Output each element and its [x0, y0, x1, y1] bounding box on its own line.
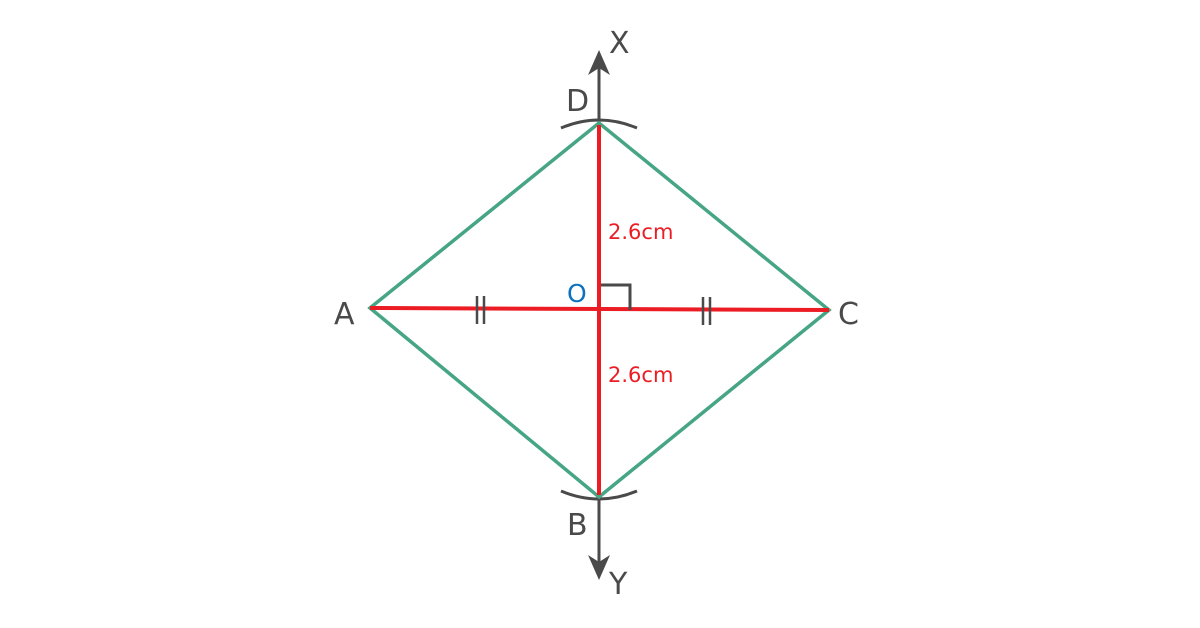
arrow-up-icon: [588, 50, 610, 75]
axis-label-y: Y: [608, 567, 628, 602]
right-angle-marker: [601, 283, 632, 310]
measurement-ob: 2.6cm: [608, 363, 673, 387]
axis-label-x: X: [609, 26, 630, 61]
point-label-d: D: [566, 84, 589, 119]
point-label-a: A: [334, 297, 355, 332]
equal-marks-ao: [475, 296, 486, 324]
arrow-down-icon: [588, 555, 610, 580]
arc-at-d: [560, 118, 638, 130]
equal-marks-oc: [701, 297, 712, 325]
point-label-o: O: [567, 279, 587, 308]
point-label-c: C: [838, 297, 859, 332]
point-label-b: B: [567, 508, 588, 543]
measurement-od: 2.6cm: [608, 220, 673, 244]
